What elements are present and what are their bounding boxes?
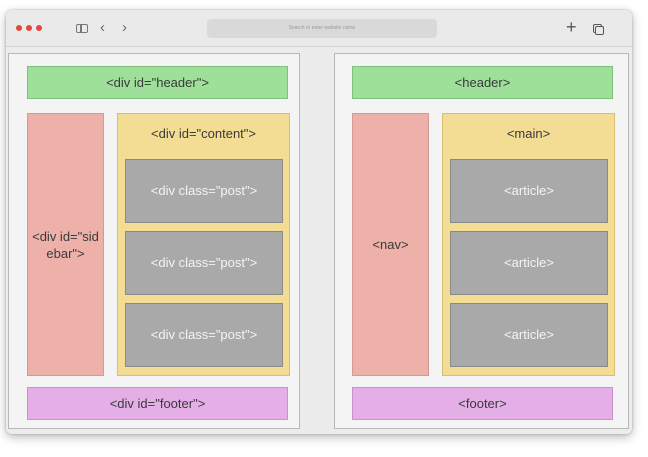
div-sidebar-box: <div id="sidebar"> — [27, 113, 104, 376]
browser-window: ‹ › Search or enter website name + <div … — [6, 10, 632, 434]
zoom-window-button[interactable] — [36, 25, 42, 31]
chevron-right-icon[interactable]: › — [122, 19, 127, 36]
article-element-box: <article> — [450, 159, 608, 223]
plus-icon[interactable]: + — [566, 17, 577, 37]
div-post-label: <div class="post"> — [150, 183, 258, 198]
div-post-box: <div class="post"> — [125, 159, 283, 223]
article-element-label: <article> — [504, 183, 554, 198]
div-post-box: <div class="post"> — [125, 231, 283, 295]
div-post-label: <div class="post"> — [150, 255, 258, 270]
div-sidebar-label: <div id="sidebar"> — [32, 228, 99, 261]
page-content: <div id="header"> <div id="sidebar"> <di… — [6, 47, 632, 434]
footer-element-label: <footer> — [458, 395, 507, 411]
footer-element-box: <footer> — [352, 387, 613, 420]
article-element-box: <article> — [450, 303, 608, 367]
div-post-box: <div class="post"> — [125, 303, 283, 367]
browser-toolbar: ‹ › Search or enter website name + — [6, 10, 632, 47]
header-element-box: <header> — [352, 66, 613, 99]
div-header-label: <div id="header"> — [106, 74, 209, 90]
semantic-layout-panel: <header> <nav> <main> <article> <article… — [334, 53, 629, 429]
chevron-left-icon[interactable]: ‹ — [100, 19, 105, 36]
header-element-label: <header> — [454, 74, 511, 90]
nav-element-box: <nav> — [352, 113, 429, 376]
div-content-label: <div id="content"> — [151, 126, 256, 141]
minimize-window-button[interactable] — [26, 25, 32, 31]
sidebar-icon[interactable] — [76, 24, 88, 33]
div-footer-label: <div id="footer"> — [109, 395, 206, 411]
div-layout-panel: <div id="header"> <div id="sidebar"> <di… — [8, 53, 300, 429]
main-element-label: <main> — [506, 126, 551, 141]
nav-element-label: <nav> — [372, 236, 409, 252]
div-header-box: <div id="header"> — [27, 66, 288, 99]
article-element-box: <article> — [450, 231, 608, 295]
close-window-button[interactable] — [16, 25, 22, 31]
tabs-icon[interactable] — [593, 24, 604, 35]
address-placeholder: Search or enter website name — [288, 25, 356, 31]
article-element-label: <article> — [504, 255, 554, 270]
article-element-label: <article> — [504, 327, 554, 342]
div-footer-box: <div id="footer"> — [27, 387, 288, 420]
div-post-label: <div class="post"> — [150, 327, 258, 342]
address-bar[interactable]: Search or enter website name — [207, 19, 437, 38]
